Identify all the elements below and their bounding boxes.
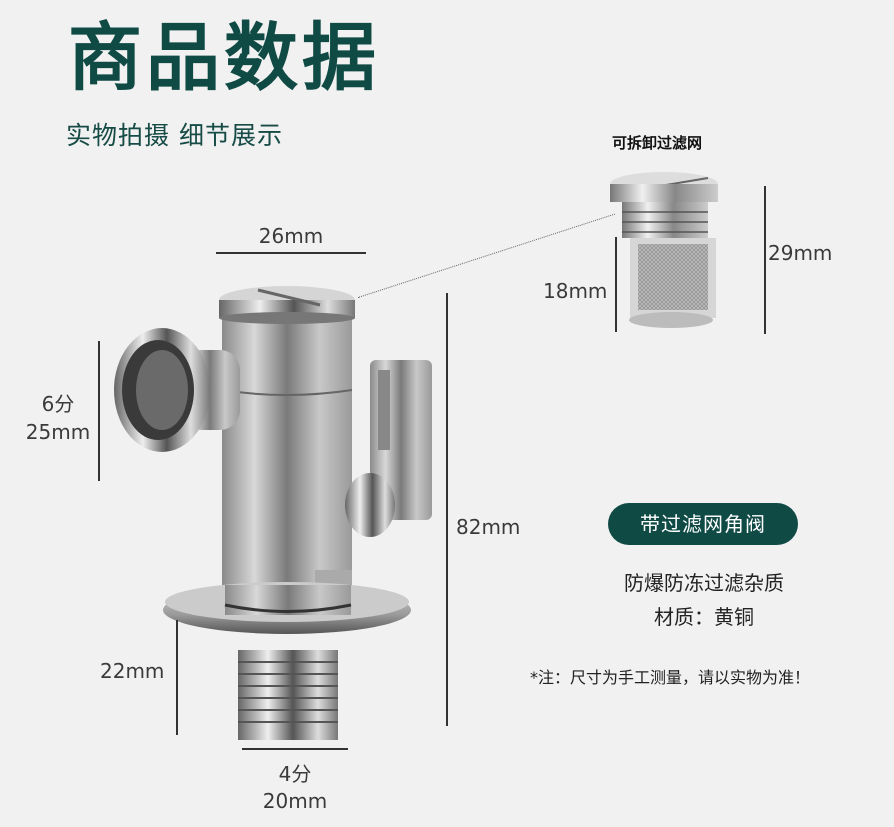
thread-length-line (176, 620, 178, 735)
outlet-width-line (242, 748, 348, 750)
top-width-line (216, 252, 366, 254)
outlet-size-mm: 20mm (262, 789, 328, 813)
inlet-size-mm: 25mm (25, 420, 91, 444)
thread-length-label: 22mm (100, 659, 165, 683)
top-width-label: 26mm (258, 224, 324, 248)
filter-total-height-label: 29mm (768, 241, 833, 265)
filter-mesh-height-line (615, 237, 617, 332)
filter-mesh-photo-icon (610, 172, 718, 328)
total-height-label: 82mm (456, 515, 521, 539)
measurement-note: *注：尺寸为手工测量，请以实物为准！ (530, 668, 811, 687)
inlet-size-fen: 6分 (41, 392, 75, 416)
angle-valve-photo-icon (114, 286, 432, 740)
outlet-size-fen: 4分 (278, 762, 312, 786)
product-badge: 带过滤网角阀 (608, 503, 798, 545)
inlet-dimension-line (98, 341, 100, 481)
feature-text: 防爆防冻过滤杂质 (624, 571, 784, 595)
filter-total-height-line (764, 186, 766, 334)
material-text: 材质：黄铜 (654, 605, 754, 629)
page-subtitle: 实物拍摄 细节展示 (66, 121, 283, 150)
total-height-line (446, 293, 448, 726)
page-title: 商品数据 (68, 15, 380, 101)
filter-mesh-height-label: 18mm (543, 279, 608, 303)
filter-label: 可拆卸过滤网 (612, 134, 703, 152)
